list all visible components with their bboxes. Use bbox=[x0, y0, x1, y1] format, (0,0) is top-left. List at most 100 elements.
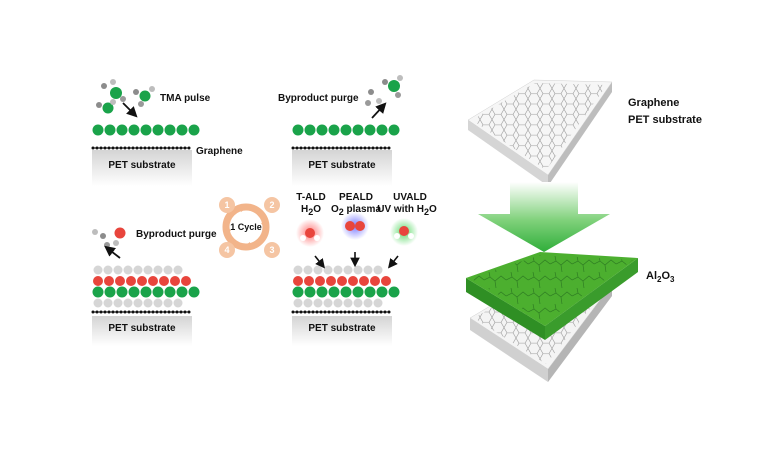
aluminum-atom bbox=[188, 286, 200, 298]
graphene-dotted-line bbox=[291, 310, 391, 314]
base-atom bbox=[363, 298, 373, 308]
graphene-atom bbox=[315, 146, 319, 150]
aluminum-atom bbox=[128, 286, 140, 298]
graphene-atom bbox=[151, 310, 155, 314]
graphene-atom bbox=[331, 310, 335, 314]
method-reactant: H2O bbox=[301, 204, 321, 217]
substrate-label: PET substrate bbox=[308, 323, 376, 334]
graphene-atom bbox=[303, 310, 307, 314]
graphene-dotted-line bbox=[291, 146, 391, 150]
step-label: Byproduct purge bbox=[278, 93, 359, 104]
tma-atom bbox=[352, 124, 364, 136]
graphene-atom bbox=[91, 310, 95, 314]
graphene-atom bbox=[167, 146, 171, 150]
graphene-atom bbox=[183, 310, 187, 314]
pet-substrate-block bbox=[92, 150, 192, 186]
graphene-atom bbox=[91, 146, 95, 150]
graphene-atom bbox=[135, 310, 139, 314]
graphene-atom bbox=[359, 146, 363, 150]
graphene-atom bbox=[359, 310, 363, 314]
up-arrow bbox=[104, 245, 121, 259]
top-atom bbox=[293, 265, 303, 275]
aluminum-atom bbox=[388, 286, 400, 298]
aluminum-atom bbox=[364, 286, 376, 298]
down-arrow bbox=[314, 255, 325, 269]
oxygen-atom bbox=[381, 276, 391, 286]
graphene-atom bbox=[323, 310, 327, 314]
graphene-atom bbox=[383, 310, 387, 314]
graphene-atom bbox=[315, 310, 319, 314]
graphene-atom bbox=[163, 310, 167, 314]
graphene-atom bbox=[179, 146, 183, 150]
graphene-atom bbox=[99, 146, 103, 150]
graphene-atom bbox=[367, 146, 371, 150]
graphene-atom bbox=[143, 310, 147, 314]
up-arrow bbox=[371, 102, 387, 119]
graphene-atom bbox=[343, 310, 347, 314]
graphene-atom bbox=[123, 146, 127, 150]
base-atom bbox=[153, 298, 163, 308]
graphene-atom bbox=[111, 146, 115, 150]
oxygen-atom bbox=[93, 276, 103, 286]
layer-rows bbox=[92, 265, 200, 308]
graphene-atom bbox=[171, 146, 175, 150]
graphene-atom bbox=[347, 146, 351, 150]
graphene-atom bbox=[139, 146, 143, 150]
graphene-atom bbox=[387, 146, 391, 150]
graphene-atom bbox=[355, 310, 359, 314]
tma-atom bbox=[176, 124, 188, 136]
top-atom bbox=[123, 265, 133, 275]
graphene-atom bbox=[363, 310, 367, 314]
tma-atom bbox=[340, 124, 352, 136]
down-arrow bbox=[122, 102, 138, 118]
graphene-atom bbox=[371, 146, 375, 150]
process-arrow bbox=[478, 182, 610, 252]
substrate-label: PET substrate bbox=[108, 323, 176, 334]
method-name: PEALD bbox=[339, 192, 373, 203]
tma-atom bbox=[292, 124, 304, 136]
graphene-atom bbox=[323, 146, 327, 150]
al2o3-label: Al2O3 bbox=[646, 270, 675, 284]
graphene-atom bbox=[307, 310, 311, 314]
aluminum-atom bbox=[164, 286, 176, 298]
graphene-atom bbox=[331, 146, 335, 150]
method-reactant: UV with H2O bbox=[377, 204, 437, 217]
pet-substrate-block bbox=[292, 316, 392, 346]
oxygen-atom bbox=[104, 276, 114, 286]
graphene-label: Graphene bbox=[628, 97, 679, 109]
oxygen-atom bbox=[159, 276, 169, 286]
graphene-atom bbox=[95, 310, 99, 314]
byproduct-molecule bbox=[92, 227, 126, 248]
layer-rows bbox=[292, 265, 400, 308]
oxygen-atom bbox=[137, 276, 147, 286]
tma-molecule bbox=[133, 86, 155, 107]
method-peald: PEALD O2 plasma bbox=[331, 192, 381, 268]
method-t-ald: T-ALD H2O bbox=[296, 192, 326, 269]
oxygen-atom bbox=[126, 276, 136, 286]
top-atom bbox=[363, 265, 373, 275]
top-atom bbox=[313, 265, 323, 275]
oxygen-atom bbox=[326, 276, 336, 286]
oxygen-atom bbox=[115, 276, 125, 286]
graphene-atom bbox=[335, 310, 339, 314]
top-atom bbox=[143, 265, 153, 275]
aluminum-atom bbox=[176, 286, 188, 298]
graphene-atom bbox=[155, 310, 159, 314]
graphene-atom bbox=[139, 310, 143, 314]
aluminum-atom bbox=[152, 286, 164, 298]
graphene-atom bbox=[319, 146, 323, 150]
graphene-atom bbox=[159, 146, 163, 150]
graphene-atom bbox=[183, 146, 187, 150]
graphene-atom bbox=[127, 310, 131, 314]
graphene-atom bbox=[131, 310, 135, 314]
graphene-atom bbox=[371, 310, 375, 314]
top-atom bbox=[173, 265, 183, 275]
top-atom bbox=[103, 265, 113, 275]
top-atom bbox=[373, 265, 383, 275]
graphene-atom bbox=[95, 146, 99, 150]
base-atom bbox=[373, 298, 383, 308]
base-atom bbox=[113, 298, 123, 308]
aluminum-atom bbox=[316, 286, 328, 298]
down-arrow bbox=[388, 255, 399, 269]
top-atom bbox=[93, 265, 103, 275]
